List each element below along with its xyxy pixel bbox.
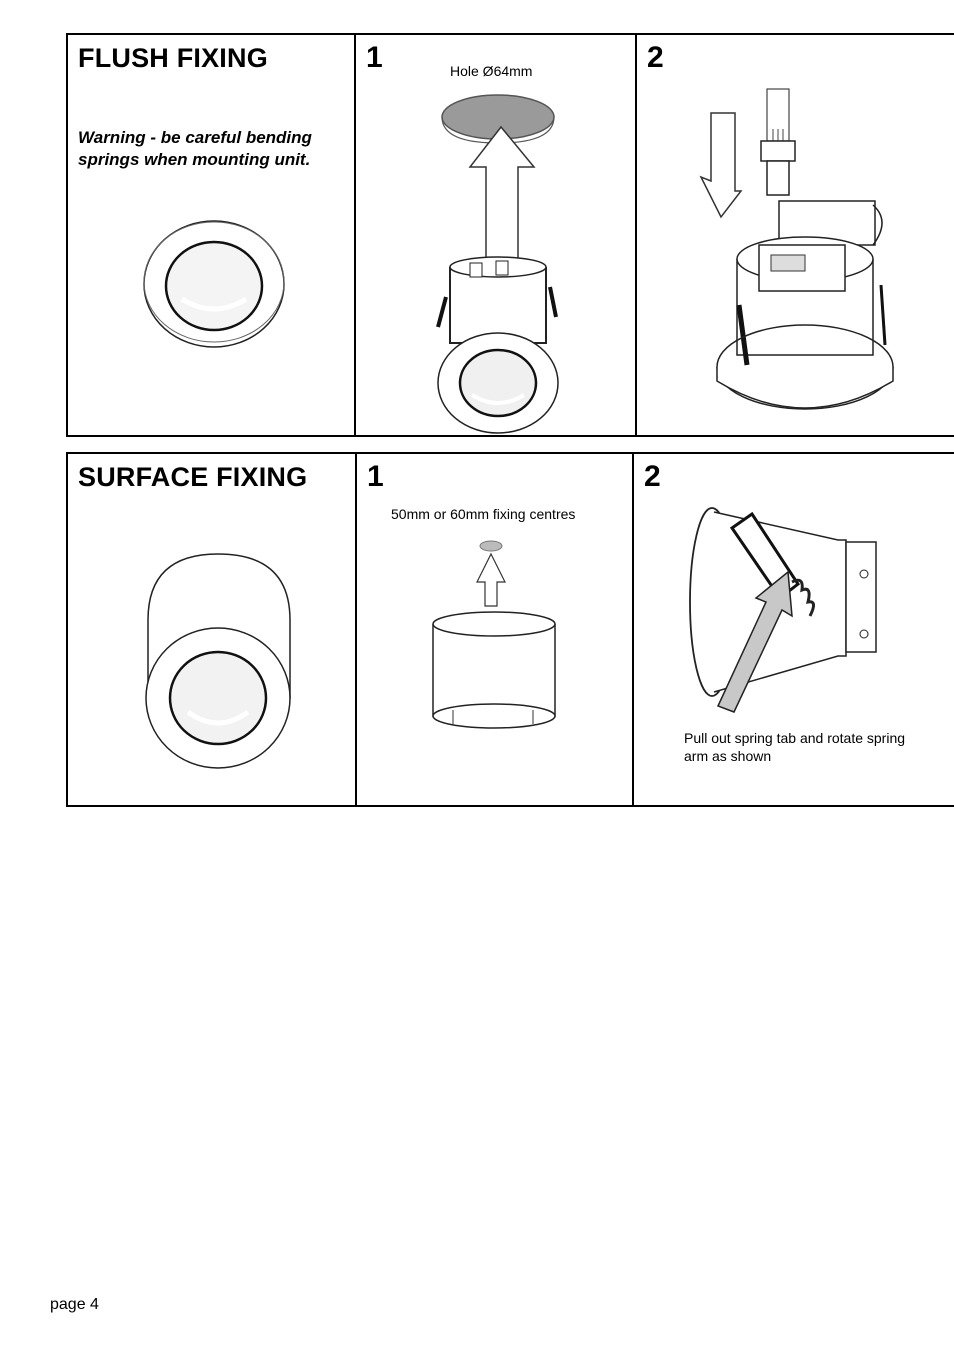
divider [635, 35, 637, 435]
driver-housing-illustration [716, 200, 894, 410]
surface-downlight-illustration [145, 553, 291, 769]
flush-unit-illustration [436, 256, 559, 434]
flush-overview-cell: FLUSH FIXING Warning - be careful bendin… [68, 35, 354, 435]
flush-fixing-table: FLUSH FIXING Warning - be careful bendin… [66, 33, 954, 437]
step-number: 2 [647, 41, 664, 74]
step-number: 2 [644, 460, 661, 493]
surface-fixing-table: SURFACE FIXING 1 50mm or 60mm fixing cen… [66, 452, 954, 807]
flush-downlight-illustration [143, 220, 285, 348]
surface-overview-cell: SURFACE FIXING [68, 454, 355, 805]
surface-step-2-cell: 2 Pull out spring tab and rotate spring … [634, 454, 954, 805]
surface-mount-illustration [432, 540, 556, 729]
divider [355, 454, 357, 805]
spring-tab-instruction: Pull out spring tab and rotate spring ar… [684, 730, 906, 764]
flush-fixing-title: FLUSH FIXING [78, 43, 268, 73]
page-number: page 4 [50, 1296, 99, 1313]
connector-wiring-illustration [760, 88, 796, 196]
surface-step-1-cell: 1 50mm or 60mm fixing centres [357, 454, 632, 805]
surface-fixing-title: SURFACE FIXING [78, 462, 308, 492]
push-down-arrow-icon [699, 112, 743, 219]
divider [632, 454, 634, 805]
divider [354, 35, 356, 435]
hole-size-caption: Hole Ø64mm [450, 63, 533, 79]
step-number: 1 [366, 41, 383, 74]
mounting-warning: Warning - be careful bending springs whe… [78, 128, 312, 169]
flush-step-1-cell: 1 Hole Ø64mm [356, 35, 635, 435]
spring-arm-illustration [689, 507, 877, 713]
step-number: 1 [367, 460, 384, 493]
fixing-centres-caption: 50mm or 60mm fixing centres [391, 506, 576, 522]
flush-step-2-cell: 2 [637, 35, 954, 435]
